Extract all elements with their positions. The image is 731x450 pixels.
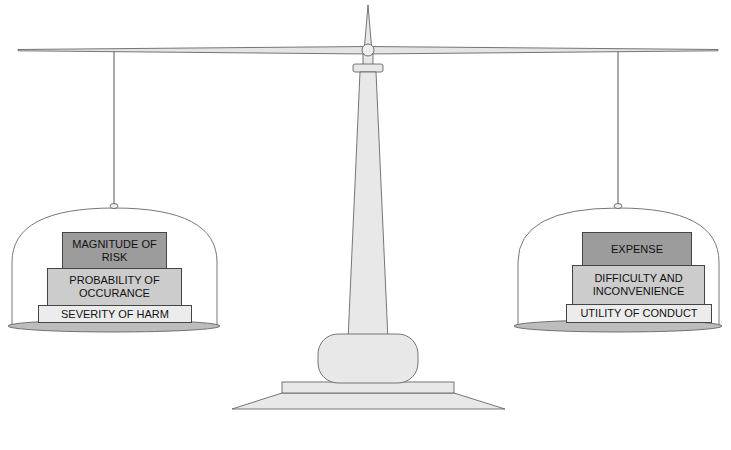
block-label: PROBABILITY OF OCCURANCE [48,274,181,299]
block-label: SEVERITY OF HARM [58,308,172,321]
scale-step [282,382,454,393]
burden-block: DIFFICULTY AND INCONVENIENCE [572,265,705,305]
left-bell-jar [12,208,217,325]
block-label: MAGNITUDE OF RISK [63,238,166,263]
risk-block: MAGNITUDE OF RISK [62,232,167,269]
scale-base [318,334,418,383]
risk-block: PROBABILITY OF OCCURANCE [47,268,182,306]
right-bell-jar [518,208,719,325]
right-jar-knob [614,204,622,209]
burden-block: EXPENSE [582,232,692,266]
block-label: UTILITY OF CONDUCT [577,307,700,320]
block-label: EXPENSE [608,243,666,256]
scale-pointer [365,5,372,46]
left-string [114,50,115,204]
left-jar-knob [110,204,118,209]
block-label: DIFFICULTY AND INCONVENIENCE [573,272,704,297]
right-string [618,50,619,204]
scale-foot [232,393,505,409]
scale-collar [353,64,383,72]
risk-block: SEVERITY OF HARM [38,305,192,323]
scale-pillar [348,72,388,340]
burden-block: UTILITY OF CONDUCT [566,304,712,323]
scale-pivot [362,44,374,56]
